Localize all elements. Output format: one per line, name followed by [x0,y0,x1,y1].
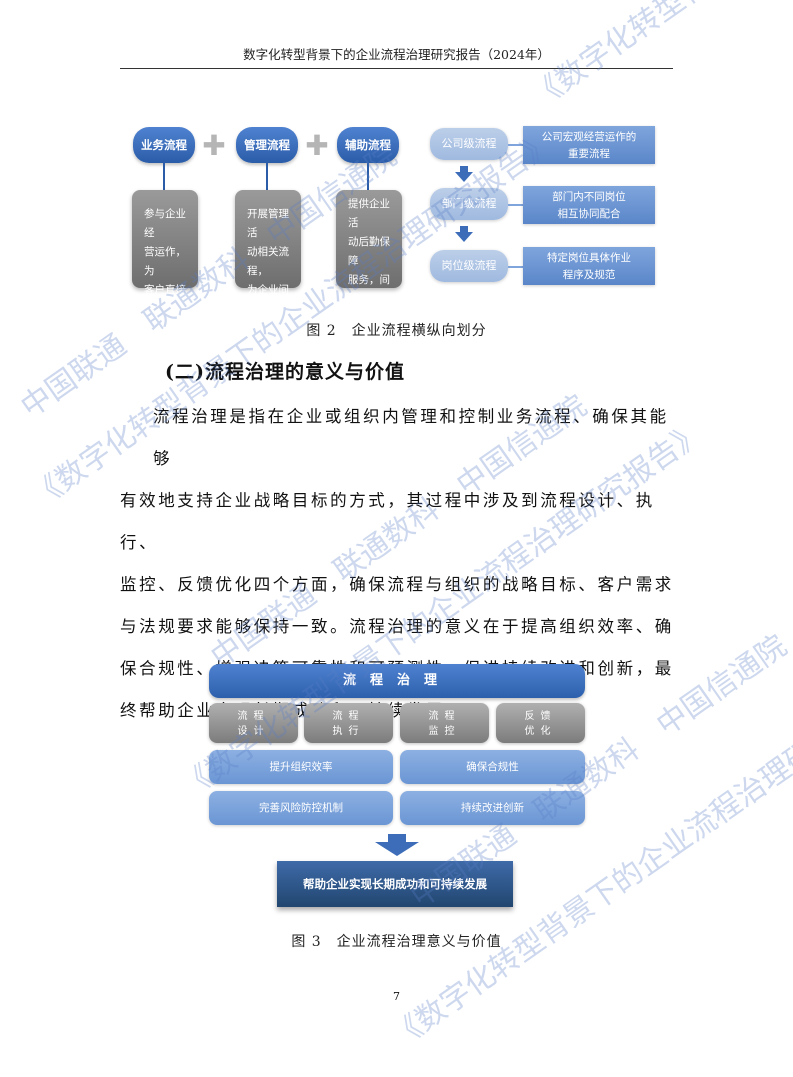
type-desc-card-business: 参与企业经 营运作，为 客户直接创 造价值。 [132,190,198,334]
level-pill-company: 公司级流程 [430,128,508,160]
connector-line [163,163,165,191]
step-line: 流程 [428,711,461,722]
desc-line: 提供企业活 [348,198,390,229]
step-line: 优化 [524,726,557,737]
level-pill-position: 岗位级流程 [430,250,508,282]
level-pill-department: 部门级流程 [430,188,508,220]
value-efficiency: 提升组织效率 [209,750,393,784]
figure-2-caption: 图 2 企业流程横纵向划分 [306,323,487,339]
level-desc-line: 部门内不同岗位 [552,191,626,203]
level-desc-line: 公司宏观经营运作的 [541,131,637,143]
connector-line [367,163,369,191]
step-line: 反馈 [524,711,557,722]
desc-line: 现价值增值。 [348,350,390,381]
down-arrow-icon [455,172,473,182]
type-pill-business: 业务流程 [133,127,195,163]
plus-icon: ✚ [305,129,329,162]
level-desc-company: 公司宏观经营运作的 重要流程 [523,126,655,164]
step-execute: 流程 执行 [304,703,393,743]
down-arrow-icon [388,834,406,842]
step-line: 流程 [332,711,365,722]
type-desc-card-management: 开展管理活 动相关流程， 为企业间接 创造价值。 [235,190,301,353]
down-arrow-icon [455,232,473,242]
step-monitor: 流程 监控 [400,703,489,743]
level-desc-line: 特定岗位具体作业 [547,252,631,264]
connector-line [266,163,268,191]
value-improvement: 持续改进创新 [400,791,585,825]
step-line: 设计 [237,726,270,737]
paragraph-line: 监控、反馈优化四个方面，确保流程与组织的战略目标、客户需求 [120,575,674,594]
level-desc-position: 特定岗位具体作业 程序及规范 [523,247,655,285]
desc-line: 服务，间接 [348,274,390,305]
down-arrow-icon [460,226,468,232]
desc-line: 动相关流程， [247,246,289,277]
paragraph-line: 流程治理是指在企业或组织内管理和控制业务流程、确保其能够 [153,407,669,468]
desc-line: 动后勤保障 [348,236,390,267]
desc-line: 营运作，为 [144,246,186,277]
value-compliance: 确保合规性 [400,750,585,784]
down-arrow-icon [375,842,419,856]
result-bar: 帮助企业实现长期成功和可持续发展 [277,861,513,907]
type-pill-auxiliary: 辅助流程 [337,127,399,163]
step-design: 流程 设计 [209,703,298,743]
step-line: 流程 [237,711,270,722]
paragraph-line: 有效地支持企业战略目标的方式，其过程中涉及到流程设计、执行、 [120,491,655,552]
governance-title-bar: 流程治理 [209,664,585,698]
desc-line: 客户直接创 [144,284,186,315]
value-risk-control: 完善风险防控机制 [209,791,393,825]
plus-icon: ✚ [202,129,226,162]
header-rule [120,68,673,69]
level-desc-line: 相互协同配合 [557,208,621,220]
section-heading: (二)流程治理的意义与价值 [165,361,405,383]
desc-line: 创造价值。 [247,322,279,353]
type-desc-card-auxiliary: 提供企业活 动后勤保障 服务，间接 提供服务实 现价值增值。 [336,190,402,381]
connector-line [508,204,524,206]
level-desc-line: 重要流程 [568,148,610,160]
page-number: 7 [393,990,400,1003]
running-header: 数字化转型背景下的企业流程治理研究报告（2024年） [243,47,550,62]
type-pill-management: 管理流程 [236,127,298,163]
desc-line: 为企业间接 [247,284,289,315]
down-arrow-icon [460,166,468,172]
section-paragraph: 流程治理是指在企业或组织内管理和控制业务流程、确保其能够 有效地支持企业战略目标… [120,396,680,732]
step-line: 监控 [428,726,461,737]
paragraph-line: 与法规要求能够保持一致。流程治理的意义在于提高组织效率、确 [120,617,674,636]
desc-line: 参与企业经 [144,208,186,239]
desc-line: 开展管理活 [247,208,289,239]
level-desc-department: 部门内不同岗位 相互协同配合 [523,186,655,224]
level-desc-line: 程序及规范 [562,269,616,281]
figure-3-caption: 图 3 企业流程治理意义与价值 [291,934,502,950]
desc-line: 提供服务实 [348,312,390,343]
step-line: 执行 [332,726,365,737]
connector-line [508,266,524,268]
step-feedback: 反馈 优化 [496,703,585,743]
connector-line [508,144,524,146]
desc-line: 造价值。 [144,322,186,334]
